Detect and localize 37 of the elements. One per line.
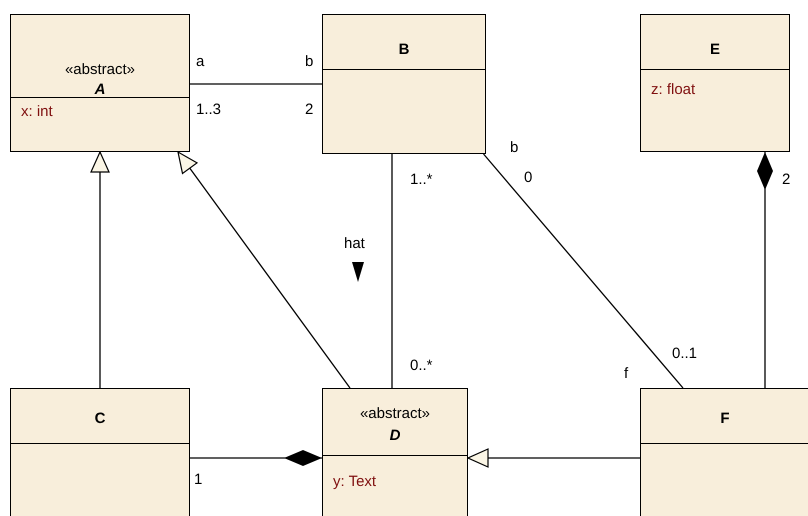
multiplicity-label: 2: [782, 172, 790, 188]
stereotype: «abstract»: [360, 405, 430, 423]
composition-line: [190, 450, 322, 466]
multiplicity-label: b: [510, 140, 518, 156]
multiplicity-label: 0..*: [410, 358, 433, 374]
stereotype: «abstract»: [64, 61, 136, 79]
multiplicity-label: 2: [305, 102, 314, 118]
multiplicity-label: f: [624, 366, 628, 382]
generalization-arrow: [467, 448, 640, 468]
class-name: E: [710, 41, 720, 59]
generalization-arrow: [90, 151, 110, 388]
class-box: [640, 388, 808, 516]
association-line: [483, 154, 684, 388]
multiplicity-label: a: [196, 54, 204, 70]
generalization-arrow: [177, 151, 351, 388]
class-name: F: [720, 410, 730, 428]
class-name: D: [390, 427, 400, 445]
attribute: y: Text: [333, 473, 376, 491]
multiplicity-label: 1: [194, 472, 202, 488]
multiplicity-label: 1..*: [410, 172, 433, 188]
class-box: [10, 14, 190, 152]
class-name: B: [398, 41, 410, 59]
class-box: [10, 388, 190, 516]
class-box: [322, 14, 486, 154]
class-name: A: [94, 81, 106, 99]
attribute: z: float: [651, 81, 696, 99]
association-line: [190, 83, 322, 85]
composition-line: [757, 152, 773, 388]
multiplicity-label: 1..3: [196, 102, 222, 118]
multiplicity-label: 0: [524, 170, 532, 186]
association-line: [391, 154, 393, 388]
class-box: [322, 388, 468, 516]
class-box: [640, 14, 790, 152]
class-name: C: [94, 410, 106, 428]
multiplicity-label: 0..1: [672, 346, 698, 362]
multiplicity-label: b: [305, 54, 314, 70]
attribute: x: int: [21, 103, 53, 121]
